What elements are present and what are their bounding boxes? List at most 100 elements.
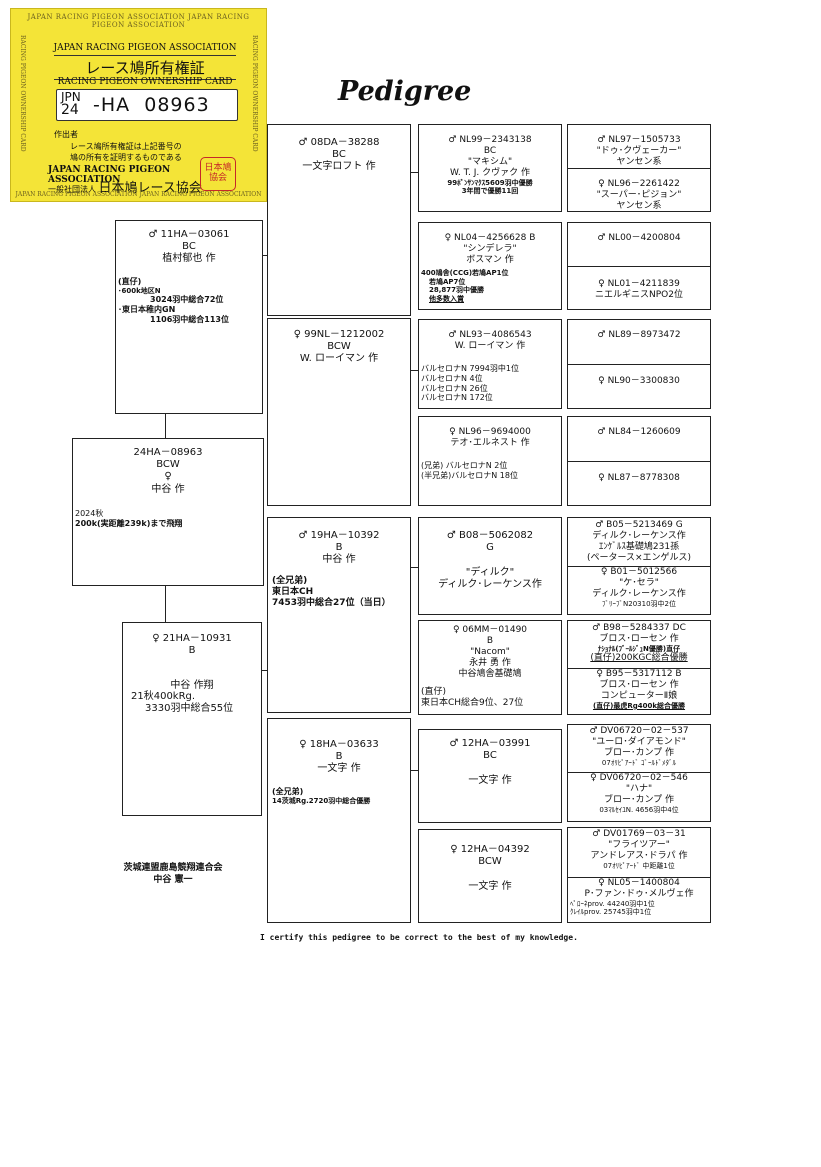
divider — [568, 772, 710, 773]
g3-note: (兄弟) バルセロナN 2位 — [421, 461, 508, 470]
g4-breeder: ヤンセン系 — [616, 156, 662, 167]
connector-line — [262, 670, 267, 671]
g2-color: B — [335, 542, 343, 554]
card-note-line-2: 鳩の所有を証明するものである — [70, 153, 182, 162]
g3-spacer — [419, 554, 561, 566]
g4-pair-box: ♂ B98－5284337 DC ブロス･ローセン 作 ﾅｼｮﾅﾙ(ﾌﾞｰﾙｼﾞ… — [567, 620, 711, 715]
ring-number: -HA 08963 — [93, 94, 210, 116]
g4-pair-box: ♂ NL00－4200804 ♀ NL01－4211839 ニエルギニスNPO2… — [567, 222, 711, 310]
g3-color: BC — [483, 750, 497, 762]
card-footer-text: JAPAN RACING PIGEON ASSOCIATION JAPAN RA… — [15, 191, 262, 198]
card-association-en: JAPAN RACING PIGEON ASSOCIATION — [53, 43, 237, 53]
subject-color: BCW — [156, 459, 180, 471]
divider — [568, 877, 710, 878]
g2-note: 7453羽中総合27位（当日） — [272, 597, 391, 608]
g4-breeder: ヤンセン系 — [616, 200, 662, 211]
g3-box: ♂ NL99－2343138 BC "マキシム" W. T. J. クヴァク 作… — [418, 124, 562, 212]
g4-ring-number: ♂ B05－5213469 G — [595, 520, 683, 530]
g4-note: ﾌﾞﾘｰﾌﾞN20310羽中2位 — [602, 599, 676, 608]
g2-note: (全兄弟) — [272, 576, 308, 586]
card-side-text-right: RACING PIGEON OWNERSHIP CARD — [251, 35, 258, 152]
g3-note: 3年間で優勝11回 — [461, 187, 519, 196]
g4-nickname: "ケ･セラ" — [619, 577, 659, 588]
g4-ring-number: ♂ B98－5284337 DC — [592, 623, 686, 633]
g3-breeder: 一文字 作 — [468, 774, 512, 786]
g3-color: B — [486, 635, 494, 646]
g3-note: 28,877羽中優勝 — [429, 286, 485, 295]
g3-nickname: "ディルク" — [465, 566, 515, 578]
g4-nickname: "フライツアー" — [608, 839, 670, 850]
dam-spacer — [123, 657, 261, 669]
card-title-en: RACING PIGEON OWNERSHIP CARD — [57, 77, 233, 87]
g4-nickname: "スーパー･ピジョン" — [596, 189, 682, 200]
g4-ring-number: ♂ NL00－4200804 — [597, 233, 681, 243]
g4-note: ニエルギニスNPO2位 — [595, 289, 683, 300]
granddam-maternal: ♀ 18HA－03633 B 一文字 作 (全兄弟) 14茨城Rg.2720羽中… — [267, 718, 411, 923]
g2-color: BC — [332, 149, 346, 161]
dam-color: B — [188, 645, 196, 657]
g4-note: ﾅｼｮﾅﾙ(ﾌﾞｰﾙｼﾞｭN優勝)直仔 — [597, 644, 681, 653]
sire-note: 1106羽中総合113位 — [150, 314, 229, 324]
card-side-text-left: RACING PIGEON OWNERSHIP CARD — [19, 35, 26, 152]
g3-ring-number: ♀ NL96－9694000 — [449, 427, 531, 437]
g2-breeder: 一文字ロフト 作 — [302, 161, 376, 173]
sire-color: BC — [182, 241, 196, 253]
g4-breeder: ディルク･レーケンス作 — [592, 588, 686, 599]
g4-ring-number: ♀ NL90－3300830 — [598, 376, 680, 386]
g3-nickname: "マキシム" — [467, 156, 513, 167]
g3-breeder: テオ･エルネスト 作 — [450, 437, 530, 448]
g4-ring-number: ♀ NL96－2261422 — [598, 179, 680, 189]
g3-ring-number: ♂ B08－5062082 — [446, 530, 534, 541]
certification-statement: I certify this pedigree to be correct to… — [260, 933, 578, 942]
g4-ring-number: ♀ NL87－8778308 — [598, 473, 680, 483]
association-seal-stamp: 日本鳩協会 — [200, 157, 236, 191]
grandsire-maternal: ♂ 19HA－10392 B 中谷 作 (全兄弟) 東日本CH 7453羽中総合… — [267, 517, 411, 713]
g3-spacer — [419, 868, 561, 880]
g3-breeder: W. T. J. クヴァク 作 — [450, 167, 530, 178]
g3-box: ♀ 12HA－04392 BCW 一文字 作 — [418, 829, 562, 923]
g4-breeder: ブロー･カンプ 作 — [603, 747, 675, 758]
g4-breeder: ブロス･ローセン 作 — [599, 633, 679, 644]
g4-ring-number: ♀ B95－5317112 B — [596, 669, 682, 679]
subject-ring-number: 24HA－08963 — [133, 447, 203, 458]
connector-line — [410, 770, 418, 771]
g2-note: (全兄弟) — [272, 787, 304, 796]
granddam-paternal: ♀ 99NL－1212002 BCW W. ローイマン 作 — [267, 318, 411, 506]
g4-nickname: "ハナ" — [625, 783, 653, 794]
g3-ring-number: ♂ NL99－2343138 — [448, 135, 532, 145]
dam-breeder: 中谷 作翔 — [170, 679, 214, 691]
divider — [568, 364, 710, 365]
card-title-jp: レース鳩所有権証 — [54, 55, 236, 80]
g4-breeder: ディルク･レーケンス作 — [592, 530, 686, 541]
g4-note: ﾍﾟﾛｰﾈprov. 44240羽中1位 — [570, 899, 655, 908]
g3-note: (半兄弟)バルセロナN 18位 — [421, 470, 518, 480]
g2-note: 14茨城Rg.2720羽中総合優勝 — [272, 796, 371, 805]
ownership-card: JAPAN RACING PIGEON ASSOCIATION JAPAN RA… — [10, 8, 267, 202]
g2-ring-number: ♀ 99NL－1212002 — [293, 329, 385, 340]
g4-ring-number: ♂ NL97－1505733 — [597, 135, 681, 145]
g4-pair-box: ♂ DV01769－03－31 "フライツアー" アンドレアス･ドラパ 作 07… — [567, 827, 711, 923]
dam-note: 21秋400kRg. — [131, 691, 196, 702]
g3-note: 99ﾎﾞﾝｻﾝﾏｸｽ5609羽中優勝 — [447, 178, 533, 187]
g4-pair-box: ♂ NL97－1505733 "ドゥ･クヴェーカー" ヤンセン系 ♀ NL96－… — [567, 124, 711, 212]
g4-note: (ペータース×エンゲルス) — [586, 552, 692, 563]
g3-breeder: ディルク･レーケンス作 — [438, 578, 542, 590]
pedigree-subject: 24HA－08963 BCW ♀ 中谷 作 2024秋 200k(実距離239k… — [72, 438, 264, 586]
g3-ring-number: ♀ 12HA－04392 — [450, 844, 530, 855]
g4-ring-number: ♀ NL01－4211839 — [598, 279, 680, 289]
g2-breeder: 中谷 作 — [322, 554, 356, 566]
g3-nickname: "シンデレラ" — [463, 243, 517, 254]
g2-ring-number: ♂ 19HA－10392 — [298, 530, 380, 541]
g3-box: ♀ 06MM－01490 B "Nacom" 永井 勇 作 中谷鳩舎基礎鳩 (直… — [418, 620, 562, 715]
g2-color: BCW — [327, 341, 351, 353]
connector-line — [410, 370, 418, 371]
g3-note: 他多数入賞 — [429, 294, 464, 303]
dam-note: 3330羽中総合55位 — [145, 703, 234, 715]
pedigree-sire: ♂ 11HA－03061 BC 植村郁也 作 (直仔) ･600k地区N 302… — [115, 220, 263, 414]
ring-year: 24 — [61, 102, 79, 118]
divider — [568, 461, 710, 462]
g3-breeder: W. ローイマン 作 — [454, 340, 526, 351]
sire-note: ･600k地区N — [118, 286, 161, 295]
divider — [568, 168, 710, 169]
card-inner: JAPAN RACING PIGEON ASSOCIATION レース鳩所有権証… — [48, 31, 242, 196]
